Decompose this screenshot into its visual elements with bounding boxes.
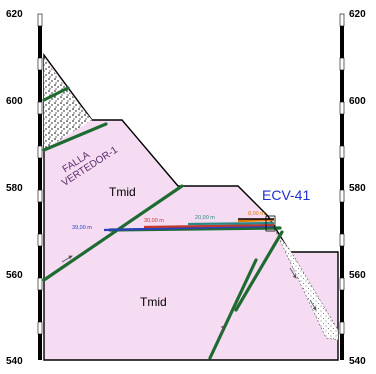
left-scale-bar: [38, 14, 42, 360]
rock-body: [43, 52, 339, 361]
fault-line-3: [42, 184, 184, 282]
right-scale-bar: [340, 14, 344, 360]
borehole-segment-red: [143, 223, 275, 229]
left-tick-560: 560: [6, 270, 23, 281]
right-tick-580: 580: [349, 183, 366, 194]
borehole-label: ECV-41: [262, 187, 310, 203]
left-tick-540: 540: [6, 356, 23, 367]
distance-label-30: 30,00 m: [144, 218, 164, 224]
left-tick-620: 620: [6, 9, 23, 20]
right-scale: 620 600 580 560 540: [339, 9, 366, 367]
fault-line-5: [234, 230, 284, 312]
fault-line-1: [42, 86, 70, 102]
borehole-collar: [265, 215, 276, 232]
unit-label-upper: Tmid: [109, 185, 136, 199]
borehole: [103, 215, 276, 232]
distance-label-39: 39,00 m: [72, 225, 92, 231]
right-tick-600: 600: [349, 96, 366, 107]
fault-arrows: [61, 255, 317, 339]
left-scale: 620 600 580 560 540: [6, 9, 43, 367]
distance-label-20: 20,00 m: [195, 215, 215, 221]
borehole-segment-orange: [237, 218, 275, 223]
right-tick-560: 560: [349, 270, 366, 281]
breccia-zone: [44, 58, 92, 150]
right-tick-620: 620: [349, 9, 366, 20]
left-tick-580: 580: [6, 183, 23, 194]
fault-lines: [42, 86, 284, 360]
borehole-segment-blue: [103, 224, 275, 232]
unit-label-lower: Tmid: [140, 295, 167, 309]
right-tick-540: 540: [349, 356, 366, 367]
left-tick-600: 600: [6, 96, 23, 107]
fault-zone-right: [275, 231, 339, 341]
fault-line-2: [42, 122, 108, 152]
fault-line-6: [208, 258, 258, 360]
borehole-segment-teal: [187, 221, 275, 226]
distance-label-8: 8,00 m: [248, 211, 265, 217]
